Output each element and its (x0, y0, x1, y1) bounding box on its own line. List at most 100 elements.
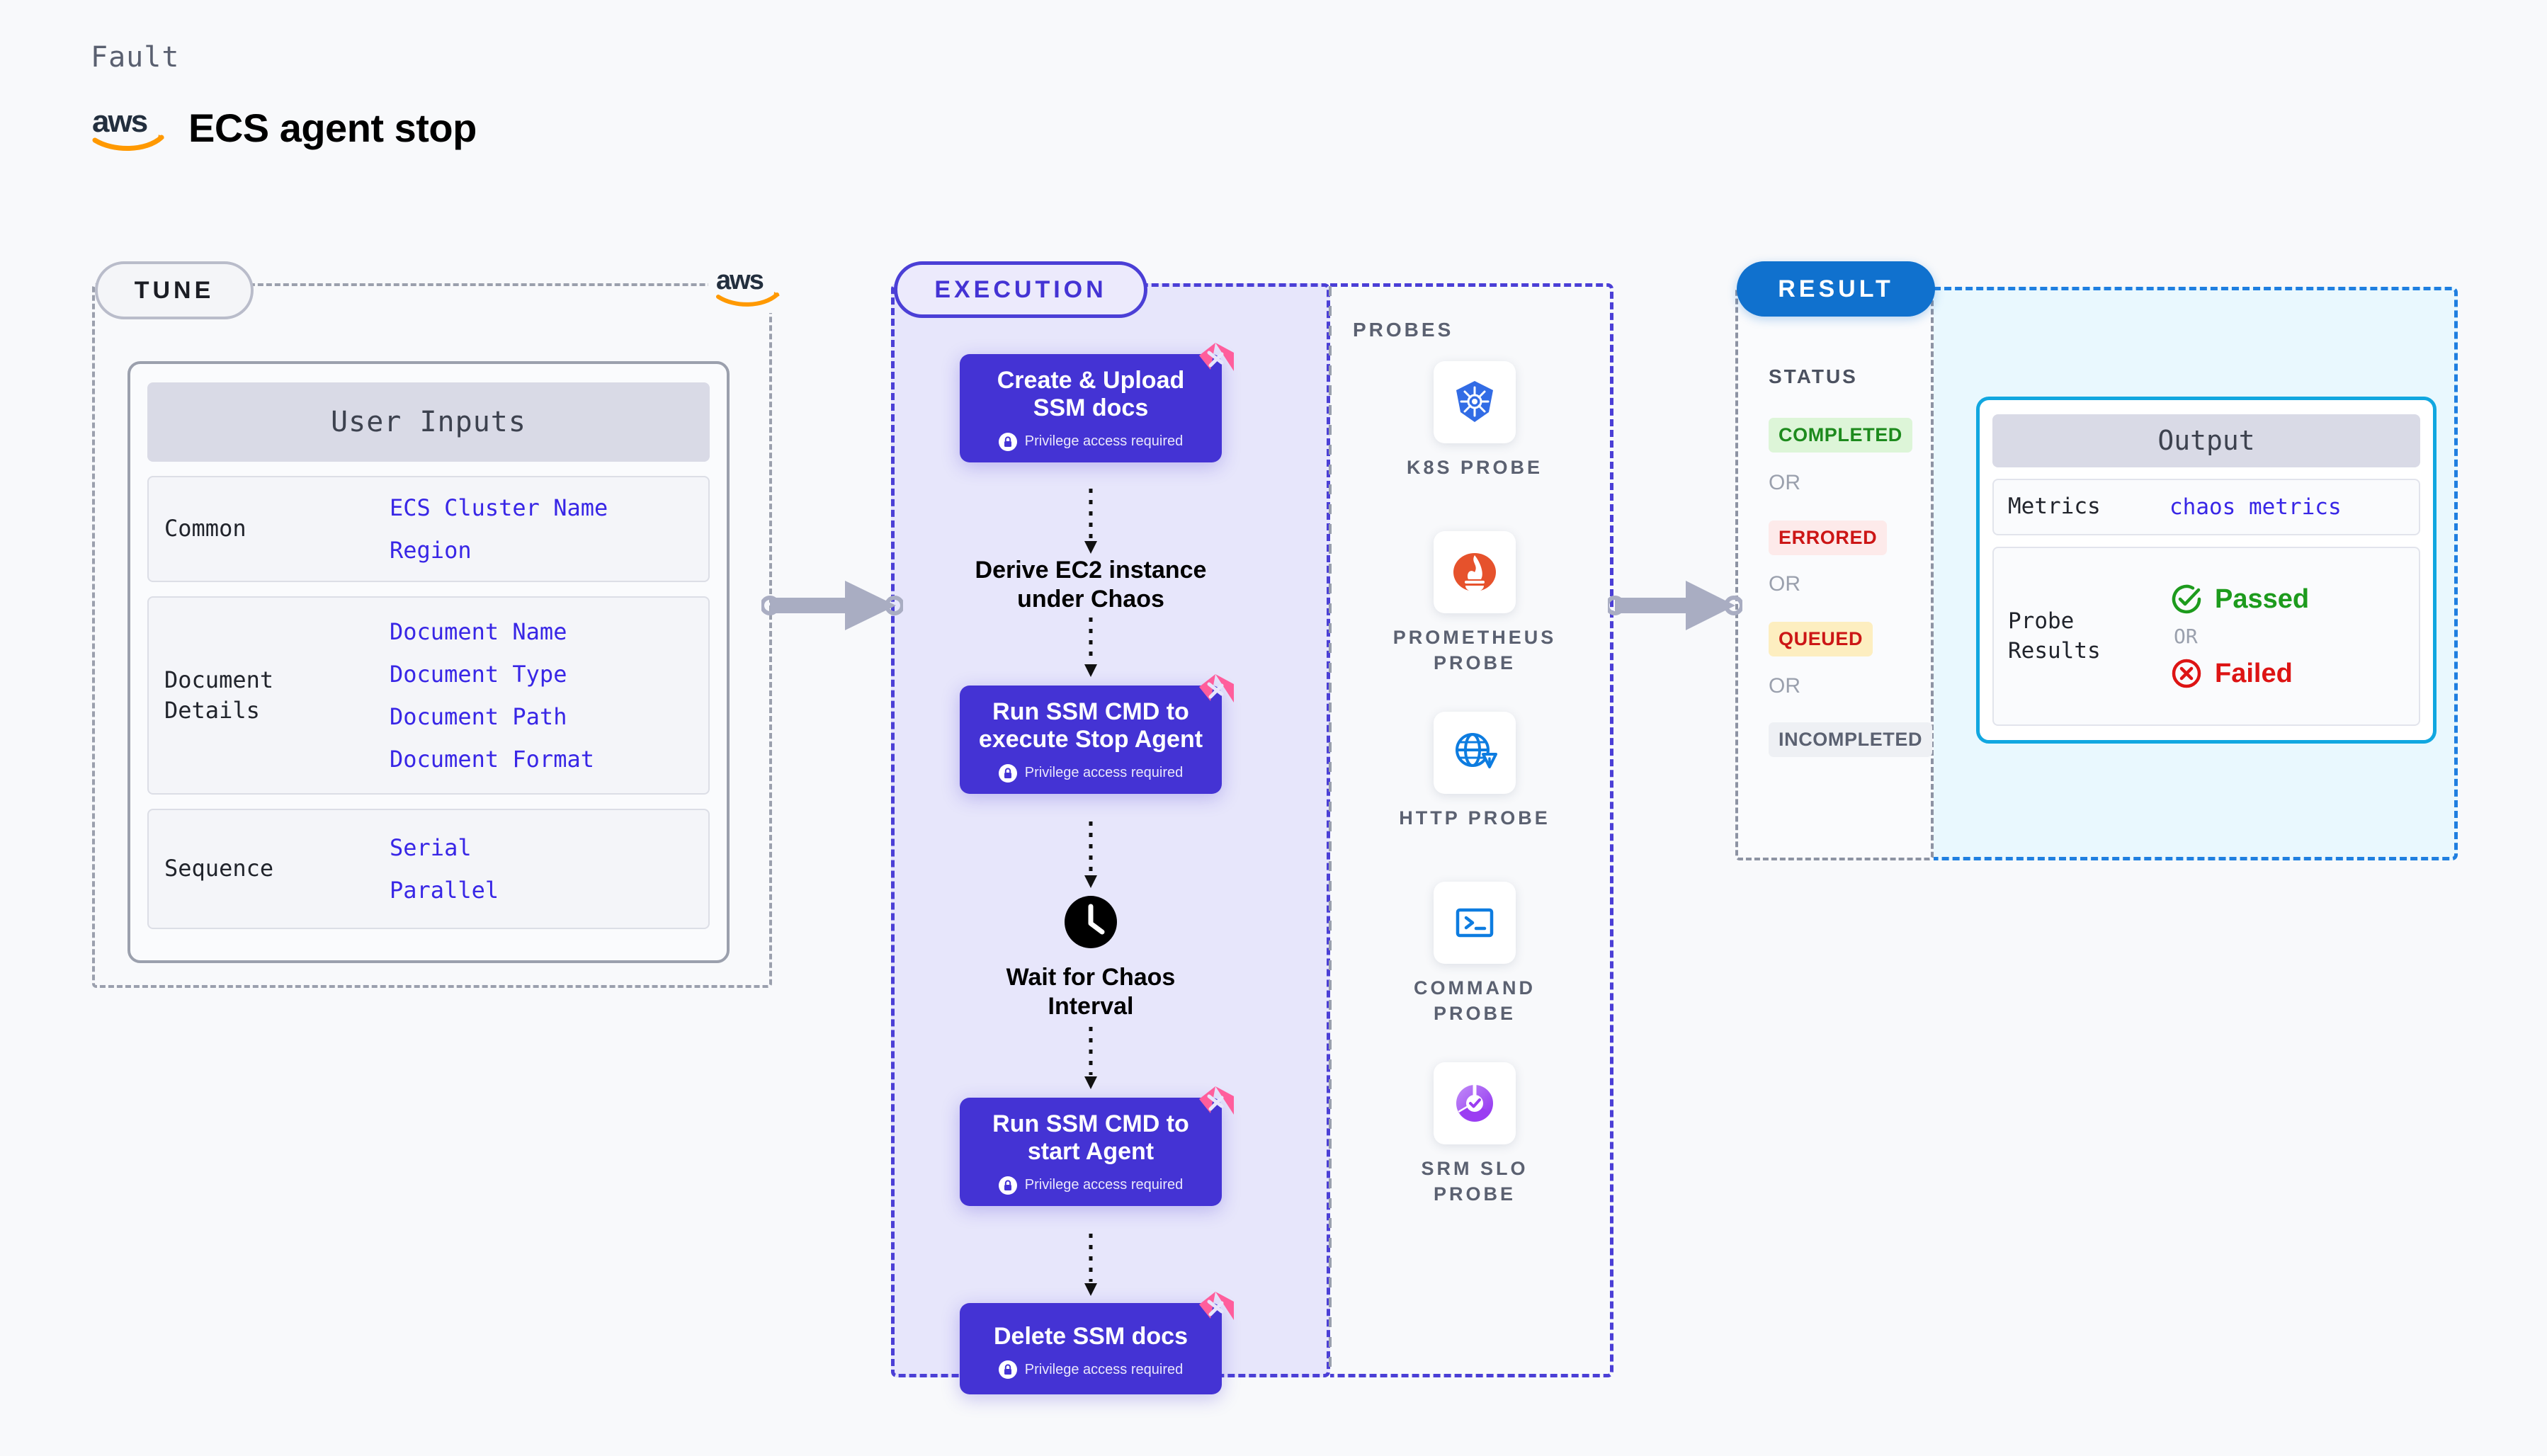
status-badge-incompleted: INCOMPLETED (1769, 722, 1933, 757)
execution-pill: EXECUTION (894, 261, 1147, 318)
privilege-text: Privilege access required (1024, 1177, 1184, 1193)
privilege-badge: Privilege access required (998, 432, 1184, 451)
passed-label: Passed (2215, 584, 2310, 614)
probe-label: PROMETHEUS PROBE (1393, 625, 1557, 676)
output-probe-results-row: Probe Results Passed OR Failed (1992, 547, 2420, 726)
status-or: OR (1769, 674, 1800, 698)
title-row: aws ECS agent stop (91, 103, 477, 152)
tune-value[interactable]: Document Format (390, 746, 594, 773)
probe-label: HTTP PROBE (1399, 805, 1550, 831)
flow-step-line1: Derive EC2 instance (975, 557, 1207, 584)
status-or: OR (1769, 471, 1800, 494)
page-title: ECS agent stop (188, 105, 477, 150)
result-pill: RESULT (1737, 261, 1935, 317)
probes-panel (1330, 283, 1613, 1377)
flow-node-title: Run SSM CMD to (992, 1110, 1189, 1137)
flow-node-title: execute Stop Agent (978, 726, 1203, 753)
flow-step-line1: Wait for Chaos (1006, 964, 1176, 991)
tune-group-document-details: Document Details Document Name Document … (147, 596, 710, 795)
probe-label-line1: SRM SLO (1421, 1158, 1528, 1179)
status-title: STATUS (1769, 365, 1858, 387)
user-inputs-header: User Inputs (147, 382, 710, 462)
probe-label-line2: PROBE (1433, 1183, 1516, 1205)
privilege-text: Privilege access required (1024, 433, 1184, 450)
tune-group-label: Common (164, 515, 246, 542)
probe-icon-box (1434, 531, 1516, 613)
flow-step-line2: under Chaos (1017, 585, 1164, 613)
tune-group-label: Sequence (164, 855, 274, 882)
probe-label-line1: COMMAND (1414, 977, 1536, 999)
probe-item-k8s[interactable]: K8S PROBE (1383, 361, 1567, 480)
failed-label: Failed (2215, 658, 2293, 688)
tune-value[interactable]: Parallel (390, 877, 499, 904)
command-terminal-icon (1456, 908, 1494, 938)
flow-node-title: Create & Upload (997, 367, 1185, 394)
fault-label: Fault (91, 41, 180, 74)
x-circle-icon (2172, 659, 2201, 688)
tune-value[interactable]: Document Path (390, 703, 567, 730)
tune-value[interactable]: ECS Cluster Name (390, 494, 608, 521)
privilege-badge: Privilege access required (998, 763, 1183, 783)
tune-group-label: Document Details (164, 665, 377, 726)
status-badge-completed: COMPLETED (1769, 418, 1912, 453)
tune-pill: TUNE (95, 261, 254, 319)
flow-arrow-icon (1084, 1027, 1097, 1089)
probe-results-label-line2: Results (2008, 637, 2101, 664)
probe-item-command[interactable]: COMMAND PROBE (1383, 882, 1567, 1027)
flow-node-create-upload-ssm-docs[interactable]: Create & Upload SSM docs Privilege acces… (960, 343, 1234, 462)
flow-node-title: Delete SSM docs (994, 1323, 1188, 1350)
kubernetes-icon (1456, 381, 1493, 422)
probe-label-line1: K8S PROBE (1406, 457, 1543, 478)
probe-label: COMMAND PROBE (1414, 975, 1536, 1027)
probes-title: PROBES (1353, 319, 1454, 341)
probe-item-prometheus[interactable]: PROMETHEUS PROBE (1383, 531, 1567, 676)
output-metrics-row: Metrics chaos metrics (1992, 478, 2420, 536)
probe-icon-box (1434, 882, 1516, 964)
litmus-logo-icon (1199, 1086, 1234, 1115)
probe-results-label: Probe Results (2008, 607, 2157, 666)
flow-node-run-ssm-cmd-execute-stop-agent[interactable]: Run SSM CMD to execute Stop Agent Privil… (960, 674, 1234, 794)
probe-icon-box (1434, 712, 1516, 794)
probe-item-srm-slo[interactable]: SRM SLO PROBE (1383, 1062, 1567, 1207)
flow-arrow-icon (1084, 489, 1097, 554)
tune-group-sequence: Sequence Serial Parallel (147, 809, 710, 929)
aws-logo-icon: aws (708, 261, 792, 313)
tune-value[interactable]: Region (390, 537, 472, 564)
flow-step-derive-ec2-instance: Derive EC2 instance under Chaos (949, 556, 1232, 614)
lock-icon (998, 432, 1017, 451)
user-inputs-card: User Inputs Common ECS Cluster Name Regi… (127, 361, 730, 963)
svg-text:aws: aws (92, 104, 147, 139)
arrow-right-icon (1608, 581, 1742, 630)
svg-text:aws: aws (716, 266, 764, 295)
flow-node-title: start Agent (1027, 1138, 1155, 1166)
probe-label: K8S PROBE (1407, 455, 1543, 480)
flow-step-line2: Interval (1048, 992, 1134, 1020)
lock-icon (998, 763, 1017, 783)
tune-value[interactable]: Serial (390, 834, 472, 861)
flow-node-run-ssm-cmd-start-agent[interactable]: Run SSM CMD to start Agent Privilege acc… (960, 1086, 1234, 1206)
flow-node-delete-ssm-docs[interactable]: Delete SSM docs Privilege access require… (960, 1292, 1234, 1395)
srm-slo-icon (1456, 1085, 1493, 1122)
tune-value[interactable]: Document Name (390, 618, 567, 645)
probe-item-http[interactable]: HTTP PROBE (1383, 712, 1567, 831)
status-badge-queued: QUEUED (1769, 622, 1873, 656)
prometheus-icon (1453, 553, 1496, 592)
metrics-value[interactable]: chaos metrics (2169, 494, 2342, 521)
privilege-badge: Privilege access required (998, 1360, 1183, 1380)
probe-label-line1: HTTP PROBE (1399, 807, 1550, 829)
flow-arrow-icon (1084, 821, 1097, 888)
probes-divider (1329, 286, 1332, 1375)
status-badge-errored: ERRORED (1769, 521, 1888, 555)
tune-value[interactable]: Document Type (390, 661, 567, 688)
probe-label: SRM SLO PROBE (1421, 1156, 1528, 1207)
probe-label-line1: PROMETHEUS (1392, 627, 1557, 648)
tune-group-label-line2: Details (164, 697, 260, 724)
flow-node-title: SSM docs (1033, 394, 1149, 422)
flow-arrow-icon (1084, 618, 1097, 677)
http-globe-warning-icon (1456, 733, 1497, 768)
litmus-logo-icon (1199, 674, 1234, 703)
probe-result-passed: Passed (2169, 582, 2309, 616)
flow-step-wait-for-chaos-interval: Wait for Chaos Interval (949, 963, 1232, 1021)
page-header: Fault aws ECS agent stop (91, 41, 477, 152)
metrics-label: Metrics (2008, 494, 2101, 520)
